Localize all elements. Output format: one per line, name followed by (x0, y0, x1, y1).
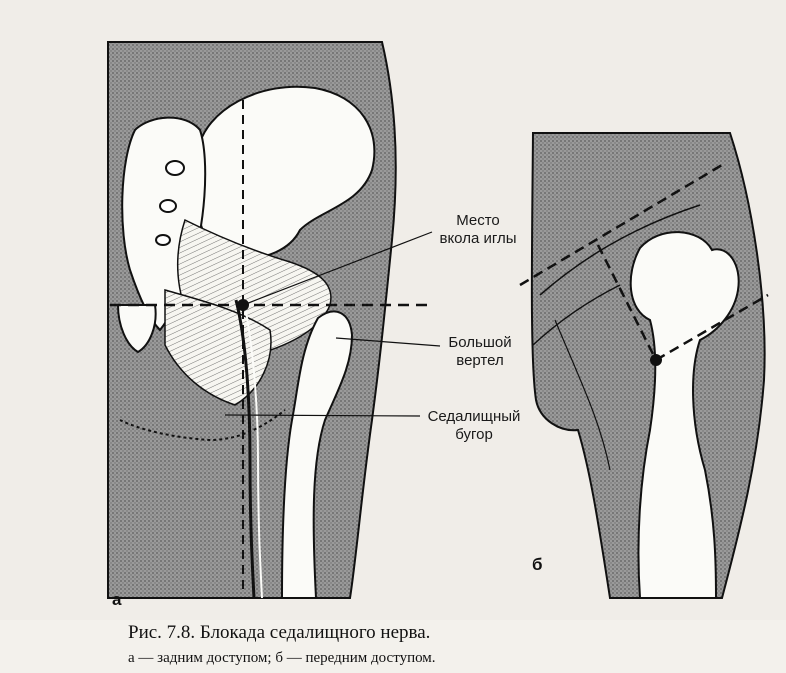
ischial-tuberosity-label-line1: Седалищный (418, 408, 530, 426)
ischial-tuberosity-label-line2: бугор (418, 426, 530, 444)
greater-trochanter-label: Большой вертел (436, 334, 524, 370)
needle-site-label: Место вкола иглы (418, 212, 538, 248)
figure-caption-subtitle: а — задним доступом; б — передним доступ… (128, 650, 436, 667)
panel-b-letter: б (532, 555, 543, 575)
greater-trochanter-label-line2: вертел (436, 352, 524, 370)
needle-site-label-line2: вкола иглы (418, 230, 538, 248)
panel-a-letter: а (112, 590, 121, 610)
needle-entry-point-b (650, 354, 662, 366)
figure-caption-title: Рис. 7.8. Блокада седалищного нерва. (128, 622, 430, 644)
ischial-tuberosity-label: Седалищный бугор (418, 408, 530, 444)
greater-trochanter-label-line1: Большой (436, 334, 524, 352)
needle-site-label-line1: Место (418, 212, 538, 230)
